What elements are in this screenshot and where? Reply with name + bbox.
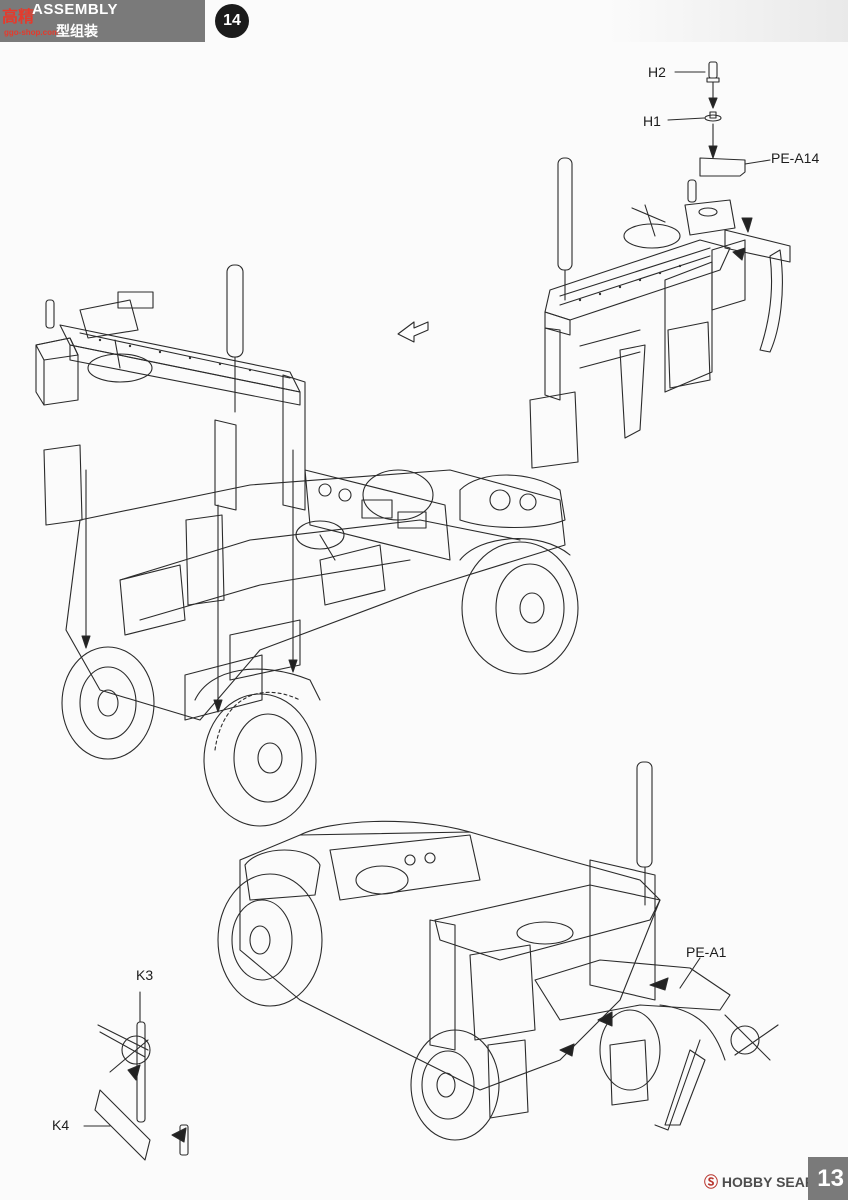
wheel-rear-right [203,691,317,827]
watermark-brand: HOBBY SEARCH [721,1174,836,1190]
section-title: ASSEMBLY [32,1,118,18]
step-number-badge: 14 [215,4,249,38]
header-bar: 高精 ggo-shop.com ASSEMBLY 型组装 [0,0,205,42]
wheel-lower-rear [410,1029,500,1141]
lower-vehicle-view [217,761,779,1141]
hobby-search-watermark: Ⓢ HOBBY SEARCH [704,1172,835,1192]
section-subtitle: 型组装 [56,24,98,40]
direction-arrow [397,321,429,343]
rear-frame-subassembly [529,61,791,469]
header-shade [608,0,848,42]
k3-k4-detail [83,991,189,1161]
callout-pe-a14: PE-A14 [771,150,820,166]
wheel-rear-left [61,646,155,760]
callout-h2: H2 [648,64,666,80]
wheel-front-right [461,541,579,675]
callout-k3: K3 [136,967,154,983]
watermark-mark: Ⓢ [704,1174,718,1190]
wheel-lower-front [217,873,323,1007]
callout-h1: H1 [643,113,661,129]
main-vehicle-view [35,264,579,827]
callout-pe-a1: PE-A1 [686,944,727,960]
callout-k4: K4 [52,1117,70,1133]
page-number: 13 [808,1157,848,1200]
watermark-logo: 高精 [2,7,35,26]
watermark-url: ggo-shop.com [4,28,60,37]
